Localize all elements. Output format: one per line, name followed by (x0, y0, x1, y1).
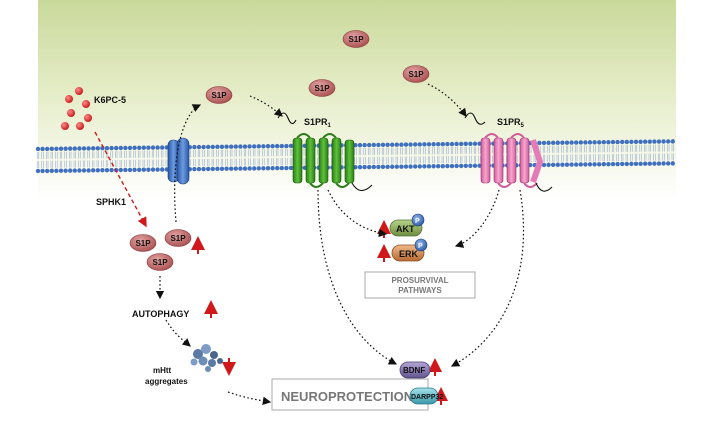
s1pr1-label: S1PR1 (304, 117, 332, 129)
s1p-label: S1P (348, 35, 364, 44)
akt-phospho-icon (411, 213, 425, 227)
k6pc5-to-s1p-arrow (94, 131, 147, 228)
svg-text:P: P (418, 243, 423, 250)
s1p-label: S1P (152, 258, 168, 267)
s1p-label: S1P (135, 239, 151, 248)
s1p-molecule (205, 86, 233, 104)
s1p-molecule (402, 65, 430, 83)
prosurvival-label-line2: PATHWAYS (398, 286, 442, 295)
svg-text:P: P (415, 218, 420, 225)
s1p-label: S1P (408, 70, 424, 79)
s1pr1-receptor (277, 112, 373, 192)
autophagy-label: AUTOPHAGY (132, 309, 189, 319)
neuroprotection-box: NEUROPROTECTION (271, 378, 429, 411)
s1pr5-label: S1PR5 (497, 117, 525, 129)
cell-membrane-bilayer (35, 139, 675, 174)
k6pc5-label: K6PC-5 (94, 95, 126, 105)
s1p-label: S1P (211, 91, 227, 100)
prosurvival-pathways-box: PROSURVIVAL PATHWAYS (364, 271, 476, 299)
mhtt-label-line2: aggregates (145, 377, 188, 386)
s1p-label: S1P (170, 234, 186, 243)
mhtt-aggregate-cluster (190, 344, 223, 372)
s1p-molecule (146, 253, 174, 271)
erk-node: ERK P (391, 238, 428, 262)
s1pr5-receptor (464, 112, 553, 192)
mhtt-label-line1: mHtt (153, 366, 172, 375)
prosurvival-label-line1: PROSURVIVAL (391, 276, 448, 285)
s1p-molecules: S1P S1P S1P S1P S1P S1P S1P (129, 30, 430, 271)
akt-label: AKT (396, 224, 415, 234)
s1p-molecule (129, 234, 157, 252)
bdnf-node: BDNF (399, 361, 431, 379)
darpp32-node: DARPP32 (409, 387, 443, 405)
erk-phospho-icon (414, 238, 428, 252)
neuroprotection-label: NEUROPROTECTION (281, 389, 413, 404)
signaling-arrows (155, 83, 525, 405)
s1p-molecule (342, 30, 370, 48)
erk-label: ERK (399, 249, 419, 259)
s1p-label: S1P (314, 84, 330, 93)
k6pc5-molecules (61, 87, 92, 130)
sphk1-label: SPHK1 (96, 197, 126, 207)
s1p-molecule (308, 79, 336, 97)
darpp32-label: DARPP32 (411, 394, 443, 401)
bdnf-label: BDNF (403, 366, 425, 375)
akt-node: AKT P (389, 213, 425, 237)
transporter-channel (167, 137, 190, 185)
